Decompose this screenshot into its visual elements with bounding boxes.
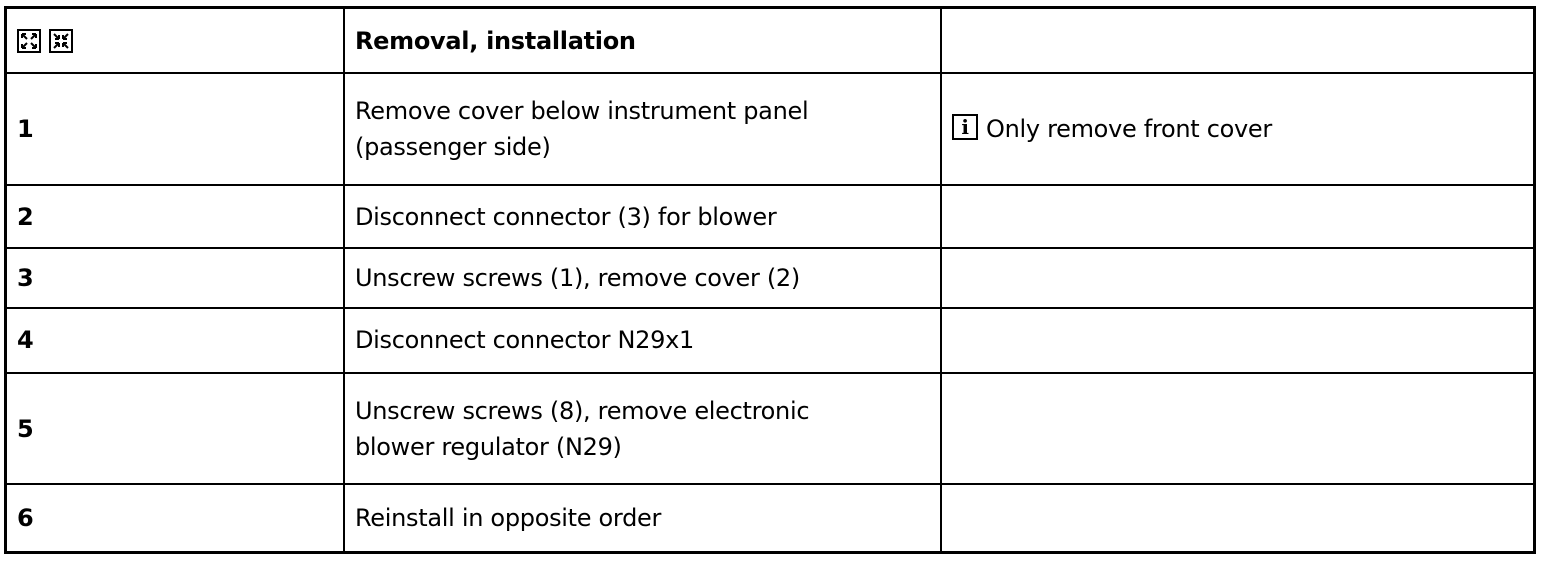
table-row: 1 Remove cover below instrument panel (p… (7, 72, 1533, 187)
step-note-cell (940, 184, 1533, 249)
step-text-line: (passenger side) (355, 133, 551, 162)
table-row: 4 Disconnect connector N29x1 (7, 307, 1533, 374)
step-text-line: Unscrew screws (1), remove cover (2) (355, 263, 800, 292)
step-number-cell: 2 (7, 184, 345, 249)
header-icons-cell (7, 9, 345, 75)
procedure-sheet: Removal, installation 1 Remove cover bel… (4, 6, 1536, 554)
table-row: 3 Unscrew screws (1), remove cover (2) (7, 246, 1533, 310)
step-number: 1 (17, 115, 34, 144)
table-header-row: Removal, installation (7, 9, 1533, 75)
step-number-cell: 3 (7, 246, 345, 310)
step-number: 4 (17, 326, 34, 355)
step-number: 2 (17, 202, 34, 231)
step-note-cell (940, 246, 1533, 310)
section-title: Removal, installation (355, 26, 636, 55)
header-note-cell (940, 9, 1533, 75)
step-note-cell (940, 307, 1533, 374)
installation-icon (49, 28, 73, 53)
table-row: 2 Disconnect connector (3) for blower (7, 184, 1533, 249)
step-number-cell: 4 (7, 307, 345, 374)
step-text-line: Disconnect connector N29x1 (355, 326, 694, 355)
step-number-cell: 1 (7, 72, 345, 187)
step-text-line: Reinstall in opposite order (355, 504, 662, 533)
step-text-line: blower regulator (N29) (355, 432, 622, 461)
step-number: 5 (17, 414, 34, 443)
header-title-cell: Removal, installation (343, 9, 942, 75)
step-number: 6 (17, 504, 34, 533)
step-text-line: Remove cover below instrument panel (355, 97, 809, 126)
step-number: 3 (17, 263, 34, 292)
step-text-cell: Unscrew screws (8), remove electronic bl… (343, 371, 942, 486)
info-icon: i (952, 114, 978, 141)
step-text-cell: Reinstall in opposite order (343, 483, 942, 551)
step-text-cell: Disconnect connector (3) for blower (343, 184, 942, 249)
table-row: 6 Reinstall in opposite order (7, 483, 1533, 551)
table-row: 5 Unscrew screws (8), remove electronic … (7, 371, 1533, 486)
step-note-cell (940, 371, 1533, 486)
step-number-cell: 6 (7, 483, 345, 551)
step-text-line: Disconnect connector (3) for blower (355, 202, 777, 231)
step-number-cell: 5 (7, 371, 345, 486)
step-text-cell: Remove cover below instrument panel (pas… (343, 72, 942, 187)
step-note: Only remove front cover (986, 115, 1272, 144)
removal-icon (17, 28, 41, 53)
step-text-cell: Unscrew screws (1), remove cover (2) (343, 246, 942, 310)
step-text-cell: Disconnect connector N29x1 (343, 307, 942, 374)
step-note-cell (940, 483, 1533, 551)
procedure-table: Removal, installation 1 Remove cover bel… (7, 9, 1533, 551)
step-note-cell: i Only remove front cover (940, 72, 1533, 187)
step-text-line: Unscrew screws (8), remove electronic (355, 396, 810, 425)
